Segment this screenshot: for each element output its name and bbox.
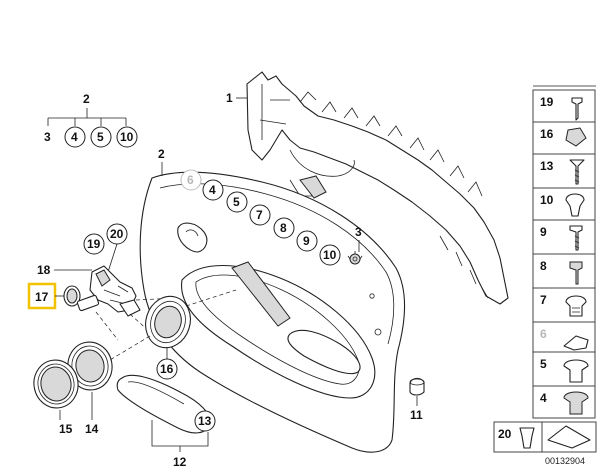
svg-text:7: 7 [540, 293, 547, 307]
clip-icon [519, 427, 535, 449]
callout-14: 14 [85, 422, 99, 436]
push-clip-icon [565, 295, 587, 317]
callout-15: 15 [59, 422, 73, 436]
sidebar-item-4[interactable]: 4 [532, 385, 596, 419]
callout-circle-13 [194, 410, 216, 432]
svg-text:19: 19 [540, 95, 554, 109]
svg-text:4: 4 [540, 391, 547, 405]
callout-4b: 4 [209, 183, 216, 197]
callout-12: 12 [173, 455, 187, 469]
callout-circle-8 [273, 217, 295, 239]
callout-20: 20 [110, 227, 124, 241]
callout-2a: 2 [83, 92, 90, 106]
callout-1: 1 [226, 91, 233, 105]
sidebar-item-16[interactable]: 16 [532, 121, 596, 155]
sidebar-item-19[interactable]: 19 [532, 89, 596, 123]
sidebar-item-5[interactable]: 5 [532, 351, 596, 387]
callout-circle-10b [319, 244, 341, 266]
callout-11: 11 [410, 408, 423, 422]
callout-circle-5b [226, 191, 248, 213]
sidebar-item-13[interactable]: 13 [532, 153, 596, 189]
expansion-rivet-icon [563, 359, 589, 383]
callout-10a: 10 [120, 130, 134, 144]
callout-9: 9 [303, 234, 310, 248]
part-16-speaker-ring[interactable] [139, 290, 197, 353]
sidebar-item-6[interactable]: 6 [532, 321, 596, 353]
sidebar-item-7[interactable]: 7 [532, 287, 596, 323]
callout-circle-7 [249, 204, 271, 226]
callout-circle-6 [180, 169, 202, 191]
callout-16: 16 [160, 362, 174, 376]
part-17-ring[interactable] [63, 285, 81, 307]
callout-circle-4a [64, 126, 86, 148]
adhesive-tape-icon [547, 425, 591, 449]
reference-number: 00132904 [545, 456, 585, 466]
expansion-rivet-icon [563, 391, 589, 415]
callout-8: 8 [280, 221, 287, 235]
svg-text:9: 9 [540, 225, 547, 239]
callout-6: 6 [187, 173, 194, 187]
svg-text:10: 10 [540, 193, 554, 207]
screw-icon [571, 97, 583, 121]
svg-text:5: 5 [540, 357, 547, 371]
callout-4a: 4 [71, 130, 78, 144]
svg-text:8: 8 [540, 259, 547, 273]
screw-icon [569, 225, 583, 251]
part-11-grommet[interactable] [409, 377, 425, 396]
plug-icon [565, 193, 585, 217]
part-15-speaker-cover[interactable] [30, 357, 82, 412]
callout-18: 18 [37, 263, 51, 277]
callout-5b: 5 [233, 195, 240, 209]
bracket-icon [563, 335, 589, 351]
sidebar-item-9[interactable]: 9 [532, 219, 596, 255]
part-1-carrier[interactable] [246, 71, 509, 305]
sidebar-item-8[interactable]: 8 [532, 253, 596, 289]
svg-text:6: 6 [540, 327, 547, 341]
callout-circle-10a [116, 126, 138, 148]
screw-icon [569, 159, 585, 185]
svg-text:13: 13 [540, 159, 554, 173]
sidebar-item-10[interactable]: 10 [532, 187, 596, 221]
callout-3b: 3 [355, 225, 362, 239]
callout-13: 13 [198, 414, 212, 428]
callout-circle-4b [202, 179, 224, 201]
svg-text:16: 16 [540, 127, 554, 141]
sidebar-item-20[interactable]: 20 [493, 421, 597, 453]
callout-circle-19 [83, 233, 105, 255]
callout-2b: 2 [158, 147, 165, 161]
part-12-door-pocket[interactable] [116, 374, 211, 434]
part-14-speaker-grille[interactable] [64, 339, 116, 394]
fastener-sidebar: 19 16 13 10 9 [493, 85, 597, 466]
clip-nut-icon [565, 127, 587, 147]
part-18-door-handle-mechanism[interactable] [76, 265, 141, 317]
screw-icon [569, 261, 583, 285]
callout-7: 7 [256, 208, 263, 222]
svg-text:20: 20 [498, 427, 512, 441]
callout-3a: 3 [44, 130, 51, 144]
part-2-trim-panel[interactable] [139, 171, 406, 453]
callout-circle-9 [296, 230, 318, 252]
callout-19: 19 [87, 237, 101, 251]
callout-5a: 5 [97, 130, 104, 144]
callout-17: 17 [35, 290, 49, 304]
callout-10b: 10 [323, 248, 337, 262]
part-3-clip[interactable] [347, 251, 363, 265]
callout-circle-5a [90, 126, 112, 148]
